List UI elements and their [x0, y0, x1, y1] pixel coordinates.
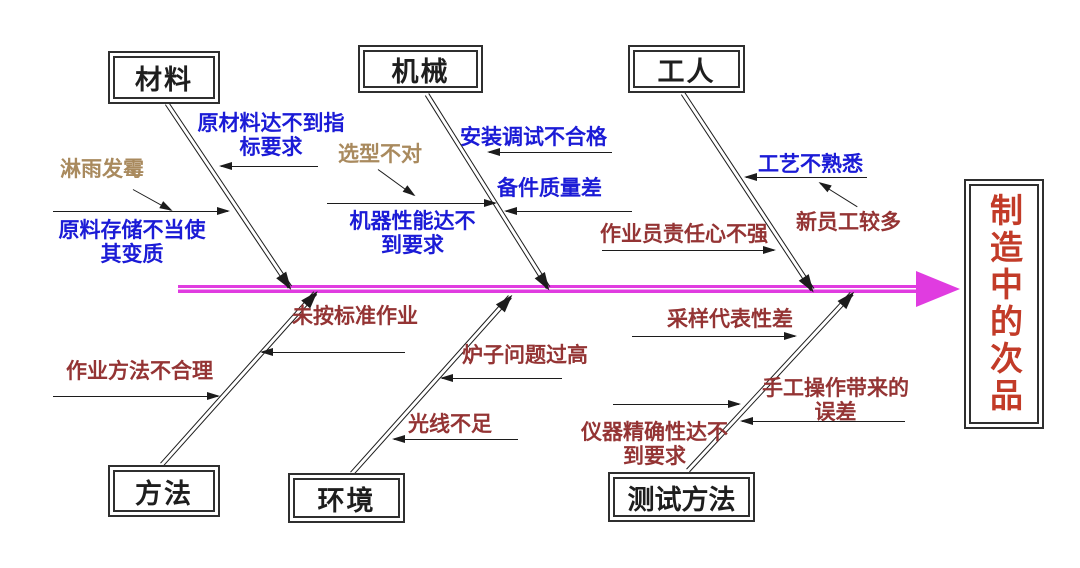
cause-label-machine-performance: 机器性能达不到要求: [349, 210, 476, 257]
arrowhead-icon: [219, 161, 232, 170]
cause-arrow-weak-responsibility: [602, 245, 776, 254]
cause-arrow-raw-material-below-spec: [219, 161, 318, 170]
cause-label-furnace-problem: 炉子问题过高: [462, 344, 588, 367]
arrowhead-icon: [402, 184, 419, 199]
cause-label-not-following-standard: 未按标准作业: [292, 305, 418, 328]
cause-arrow-installation-debug: [487, 147, 612, 156]
arrowhead-icon: [495, 290, 517, 313]
cause-arrow-instrument-accuracy: [613, 399, 741, 408]
category-label-workers: 工人: [657, 56, 716, 87]
arrowhead-icon: [260, 347, 273, 356]
cause-label-spare-parts: 备件质量差: [497, 177, 602, 200]
arrowhead-icon: [504, 206, 517, 215]
category-box-test-methods: 测试方法: [608, 472, 755, 522]
cause-arrow-wrong-model: [377, 169, 419, 199]
arrowhead-icon: [440, 373, 453, 382]
cause-label-instrument-accuracy: 仪器精确性达不到要求: [581, 421, 728, 468]
category-label-materials: 材料: [135, 65, 193, 95]
cause-arrow-unfamiliar-process: [744, 172, 867, 181]
cause-label-rain-mold: 淋雨发霉: [60, 158, 144, 181]
arrowhead-icon: [816, 178, 832, 192]
arrowhead-icon: [740, 416, 753, 425]
cause-label-sampling-representativeness: 采样代表性差: [667, 308, 793, 331]
category-label-environment: 环境: [317, 485, 376, 516]
cause-arrow-improper-storage: [53, 206, 230, 215]
cause-label-weak-responsibility: 作业员责任心不强: [600, 223, 768, 246]
cause-label-raw-material-below-spec: 原材料达不到指标要求: [197, 112, 345, 159]
category-box-environment: 环境: [288, 473, 405, 523]
effect-box: 制造中的次品: [964, 179, 1044, 429]
arrowhead-icon: [763, 245, 776, 254]
arrowhead-icon: [217, 206, 230, 215]
cause-arrow-furnace-problem: [440, 373, 562, 382]
arrowhead-icon: [484, 198, 497, 207]
cause-arrow-insufficient-light: [392, 434, 518, 443]
category-box-materials: 材料: [108, 51, 220, 104]
category-label-methods: 方法: [135, 478, 193, 509]
cause-arrow-machine-performance: [327, 198, 497, 207]
spine-arrow-shaft: [178, 285, 919, 293]
arrowhead-icon: [392, 434, 405, 443]
category-box-machinery: 机械: [358, 45, 483, 93]
branch-workers: [680, 92, 820, 296]
cause-label-unreasonable-method: 作业方法不合理: [66, 360, 213, 383]
arrowhead-icon: [728, 399, 741, 408]
category-label-test-methods: 测试方法: [627, 484, 736, 515]
cause-label-unfamiliar-process: 工艺不熟悉: [758, 153, 863, 176]
cause-label-insufficient-light: 光线不足: [408, 413, 492, 436]
arrowhead-icon: [744, 172, 757, 181]
arrowhead-icon: [487, 147, 500, 156]
cause-arrow-new-employees: [816, 178, 858, 208]
spine-arrowhead-icon: [916, 271, 960, 307]
category-box-workers: 工人: [628, 45, 745, 93]
effect-label: 制造中的次品: [985, 193, 1023, 415]
cause-label-wrong-model: 选型不对: [338, 143, 422, 166]
cause-label-manual-operation-error: 手工操作带来的误差: [762, 377, 909, 424]
arrowhead-icon: [207, 391, 220, 400]
cause-label-new-employees: 新员工较多: [796, 211, 901, 234]
category-box-methods: 方法: [108, 465, 220, 517]
cause-arrow-rain-mold: [132, 189, 175, 214]
cause-label-installation-debug: 安装调试不合格: [460, 126, 607, 149]
cause-arrow-sampling-representativeness: [632, 331, 797, 340]
cause-arrow-manual-operation-error: [740, 416, 905, 425]
cause-arrow-not-following-standard: [260, 347, 405, 356]
cause-arrow-unreasonable-method: [53, 391, 220, 400]
cause-label-improper-storage: 原料存储不当使其变质: [58, 219, 206, 266]
cause-arrow-spare-parts: [504, 206, 632, 215]
arrowhead-icon: [784, 331, 797, 340]
category-label-machinery: 机械: [391, 56, 450, 87]
